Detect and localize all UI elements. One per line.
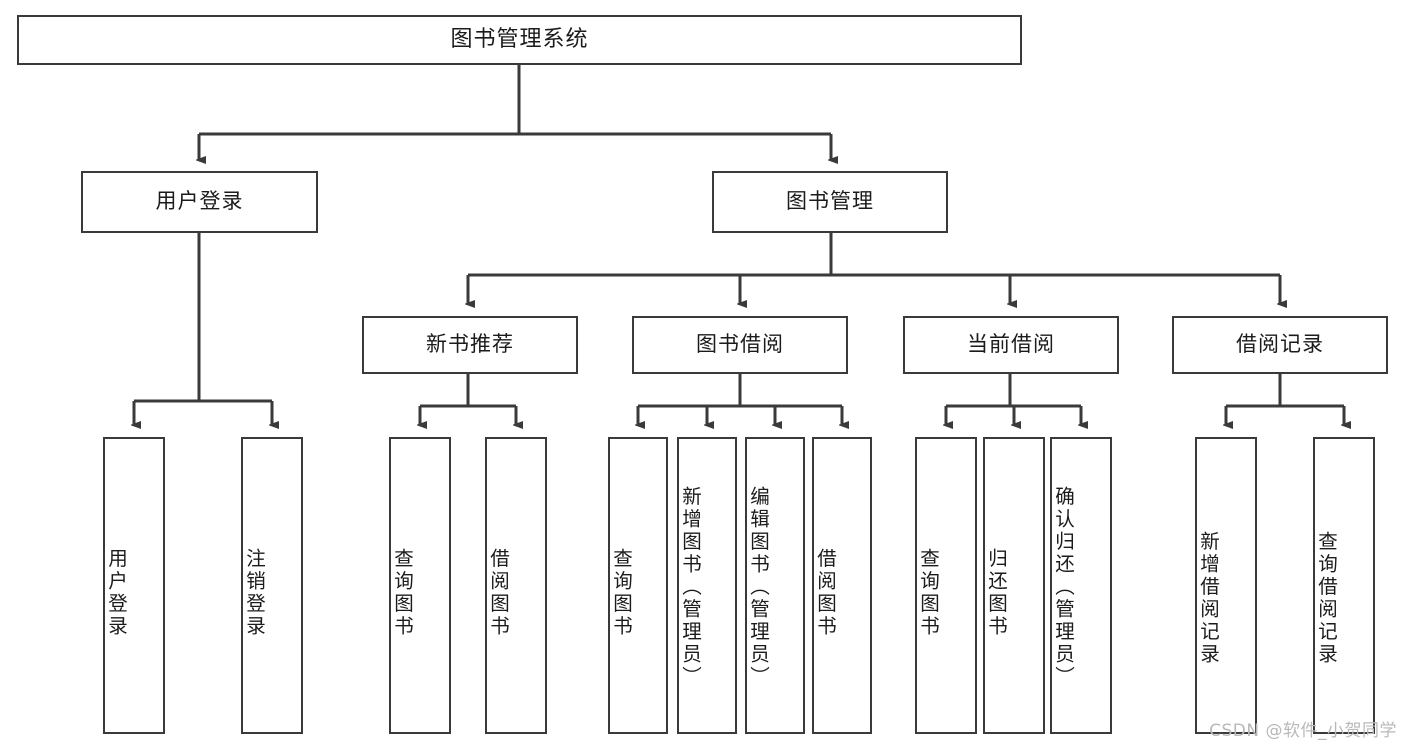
node-root-label: 图书管理系统 xyxy=(450,26,589,52)
node-book-manage-label: 图书管理 xyxy=(786,189,874,214)
node-leaf-add-book[interactable]: 新增图书（管理员） xyxy=(677,437,737,734)
node-leaf-user-login-label: 用户登录 xyxy=(104,547,128,638)
node-new-book-recommend[interactable]: 新书推荐 xyxy=(362,316,578,374)
node-leaf-query-borrow-record-label: 查询借阅记录 xyxy=(1314,531,1338,666)
node-leaf-add-borrow-record[interactable]: 新增借阅记录 xyxy=(1195,437,1257,734)
node-leaf-query-book-1[interactable]: 查询图书 xyxy=(389,437,451,734)
node-leaf-confirm-return[interactable]: 确认归还（管理员） xyxy=(1050,437,1112,734)
node-user-login[interactable]: 用户登录 xyxy=(81,171,318,233)
node-leaf-query-book-3-label: 查询图书 xyxy=(916,547,940,638)
node-leaf-query-book-2-label: 查询图书 xyxy=(609,547,633,638)
node-leaf-borrow-book-2-label: 借阅图书 xyxy=(813,547,837,638)
node-book-borrow[interactable]: 图书借阅 xyxy=(632,316,848,374)
node-leaf-borrow-book-1-label: 借阅图书 xyxy=(486,547,510,638)
node-leaf-edit-book[interactable]: 编辑图书（管理员） xyxy=(745,437,805,734)
node-current-borrow-label: 当前借阅 xyxy=(967,332,1055,357)
node-book-borrow-label: 图书借阅 xyxy=(696,332,784,357)
watermark-text: CSDN @软件_小贺同学 xyxy=(1209,721,1397,741)
node-leaf-query-book-2[interactable]: 查询图书 xyxy=(608,437,668,734)
node-leaf-query-borrow-record[interactable]: 查询借阅记录 xyxy=(1313,437,1375,734)
node-leaf-return-book-label: 归还图书 xyxy=(984,547,1008,638)
node-borrow-record[interactable]: 借阅记录 xyxy=(1172,316,1388,374)
node-leaf-add-borrow-record-label: 新增借阅记录 xyxy=(1196,531,1220,666)
node-root[interactable]: 图书管理系统 xyxy=(17,15,1022,65)
node-borrow-record-label: 借阅记录 xyxy=(1236,332,1324,357)
node-user-login-label: 用户登录 xyxy=(155,189,244,214)
node-new-book-recommend-label: 新书推荐 xyxy=(426,332,514,357)
node-leaf-confirm-return-label: 确认归还（管理员） xyxy=(1051,486,1075,689)
node-leaf-add-book-label: 新增图书（管理员） xyxy=(678,486,702,689)
node-leaf-borrow-book-1[interactable]: 借阅图书 xyxy=(485,437,547,734)
node-leaf-edit-book-label: 编辑图书（管理员） xyxy=(746,486,770,689)
node-book-manage[interactable]: 图书管理 xyxy=(712,171,948,233)
node-leaf-logout[interactable]: 注销登录 xyxy=(241,437,303,734)
node-leaf-query-book-1-label: 查询图书 xyxy=(390,547,414,638)
node-leaf-return-book[interactable]: 归还图书 xyxy=(983,437,1045,734)
node-leaf-user-login[interactable]: 用户登录 xyxy=(103,437,165,734)
node-leaf-borrow-book-2[interactable]: 借阅图书 xyxy=(812,437,872,734)
node-current-borrow[interactable]: 当前借阅 xyxy=(903,316,1119,374)
node-leaf-query-book-3[interactable]: 查询图书 xyxy=(915,437,977,734)
node-leaf-logout-label: 注销登录 xyxy=(242,547,266,638)
